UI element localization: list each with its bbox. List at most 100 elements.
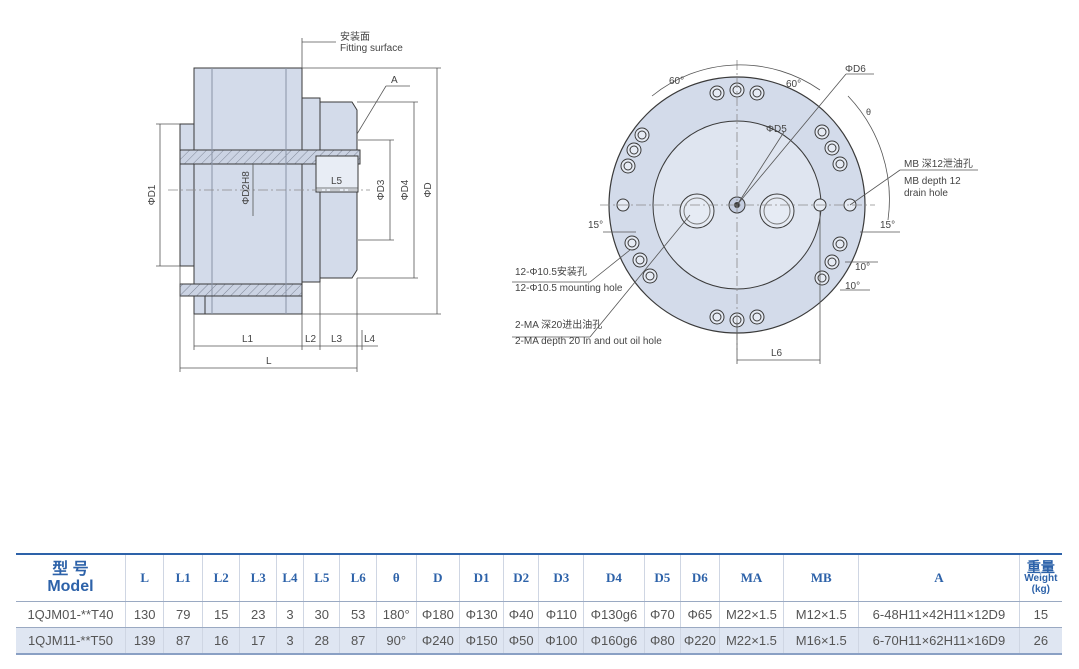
mb-label-en-1: MB depth 12: [904, 176, 961, 187]
header-model-cn: 型 号: [52, 561, 89, 578]
label-a: A: [391, 75, 398, 86]
cell-d2: Φ40: [503, 601, 540, 628]
bore-hatch-bottom: [179, 283, 303, 297]
mb-label-en-2: drain hole: [904, 188, 948, 199]
cell-l2: 16: [202, 627, 241, 655]
label-l4: L4: [364, 334, 376, 345]
label-d2: ΦD2H8: [241, 171, 252, 205]
cell-a: 6-48H11×42H11×12D9: [858, 601, 1020, 628]
front-dimensions: [512, 60, 978, 364]
shaft-stub: [179, 123, 195, 267]
cell-d3: Φ100: [538, 627, 585, 655]
header-model: 型 号 Model: [16, 553, 126, 602]
fitting-surface-en: Fitting surface: [340, 43, 403, 54]
header-weight-en: Weight: [1024, 572, 1058, 584]
label-d5: ΦD5: [766, 124, 787, 135]
header-weight: 重量 Weight (kg): [1019, 553, 1062, 602]
cell-d: Φ180: [416, 601, 461, 628]
header-theta: θ: [376, 553, 417, 602]
cell-l4: 3: [276, 601, 305, 628]
cell-l4: 3: [276, 627, 305, 655]
cell-l1: 79: [163, 601, 203, 628]
cell-l5: 30: [303, 601, 341, 628]
angle-15-left: 15°: [588, 220, 603, 231]
cell-ma: M22×1.5: [719, 601, 785, 628]
header-d: D: [416, 553, 461, 602]
label-d: ΦD: [423, 182, 434, 197]
header-model-en: Model: [47, 578, 94, 595]
mount-hole-en: 12-Φ10.5 mounting hole: [515, 283, 623, 294]
cell-d6: Φ220: [680, 627, 720, 655]
cell-l3: 17: [239, 627, 277, 655]
side-dimensions: [156, 38, 441, 372]
label-d1: ΦD1: [147, 184, 158, 205]
cell-d: Φ240: [416, 627, 461, 655]
side-labels: 安装面 Fitting surface A ΦD1 ΦD2H8 L5 ΦD3 Φ…: [147, 30, 434, 367]
cell-weight: 15: [1019, 601, 1062, 628]
table-row: 1QJM11-**T50 139 87 16 17 3 28 87 90° Φ2…: [16, 627, 1062, 655]
header-a: A: [858, 553, 1020, 602]
header-d3: D3: [538, 553, 585, 602]
technical-drawing: 安装面 Fitting surface A ΦD1 ΦD2H8 L5 ΦD3 Φ…: [147, 30, 978, 372]
header-d4: D4: [583, 553, 645, 602]
cell-l1: 87: [163, 627, 203, 655]
angle-10-b: 10°: [845, 281, 860, 292]
cell-d5: Φ70: [644, 601, 682, 628]
angle-60-right: 60°: [786, 79, 801, 90]
mb-label-cn: MB 深12泄油孔: [904, 157, 973, 170]
header-l6: L6: [339, 553, 377, 602]
cell-l6: 53: [339, 601, 377, 628]
header-d6: D6: [680, 553, 720, 602]
header-l: L: [125, 553, 165, 602]
mount-hole-cn: 12-Φ10.5安装孔: [515, 265, 587, 278]
spec-table: 型 号 Model L L1 L2 L3 L4 L5 L6 θ D D1 D2 …: [16, 553, 1062, 655]
header-d5: D5: [644, 553, 682, 602]
label-d3: ΦD3: [376, 179, 387, 200]
header-d1: D1: [459, 553, 504, 602]
header-d2: D2: [503, 553, 540, 602]
header-l3: L3: [239, 553, 277, 602]
cell-theta: 180°: [376, 601, 417, 628]
cell-mb: M16×1.5: [783, 627, 860, 655]
oil-port-left: [679, 193, 715, 229]
front-labels: 60° 60° ΦD6 ΦD5 θ MB 深12泄油孔 MB depth 12 …: [515, 64, 973, 359]
cell-d1: Φ130: [459, 601, 504, 628]
label-l6: L6: [771, 348, 783, 359]
label-l1: L1: [242, 334, 254, 345]
label-l2: L2: [305, 334, 317, 345]
header-l2: L2: [202, 553, 241, 602]
header-mb: MB: [783, 553, 860, 602]
label-theta: θ: [866, 107, 871, 117]
cell-d4: Φ130g6: [583, 601, 645, 628]
cell-theta: 90°: [376, 627, 417, 655]
cell-l3: 23: [239, 601, 277, 628]
cell-weight: 26: [1019, 627, 1062, 655]
cell-l5: 28: [303, 627, 341, 655]
oil-port-en: 2-MA depth 20 In and out oil hole: [515, 336, 662, 347]
cell-d5: Φ80: [644, 627, 682, 655]
header-weight-unit: (kg): [1031, 583, 1050, 595]
label-d6: ΦD6: [845, 64, 866, 75]
cell-d3: Φ110: [538, 601, 585, 628]
cell-ma: M22×1.5: [719, 627, 785, 655]
cell-d2: Φ50: [503, 627, 540, 655]
header-l5: L5: [303, 553, 341, 602]
label-l3: L3: [331, 334, 343, 345]
oil-port-right: [759, 193, 795, 229]
angle-60-left: 60°: [669, 76, 684, 87]
cell-l6: 87: [339, 627, 377, 655]
cell-d4: Φ160g6: [583, 627, 645, 655]
header-l1: L1: [163, 553, 203, 602]
cell-mb: M12×1.5: [783, 601, 860, 628]
spline-bore: [315, 155, 359, 193]
header-ma: MA: [719, 553, 785, 602]
table-row: 1QJM01-**T40 130 79 15 23 3 30 53 180° Φ…: [16, 601, 1062, 628]
side-view: [179, 67, 361, 315]
fitting-surface-cn: 安装面: [340, 30, 370, 43]
cell-a: 6-70H11×62H11×16D9: [858, 627, 1020, 655]
cell-model: 1QJM11-**T50: [16, 627, 126, 655]
cell-d1: Φ150: [459, 627, 504, 655]
label-l5: L5: [331, 176, 343, 187]
label-d4: ΦD4: [400, 179, 411, 200]
cell-model: 1QJM01-**T40: [16, 601, 126, 628]
